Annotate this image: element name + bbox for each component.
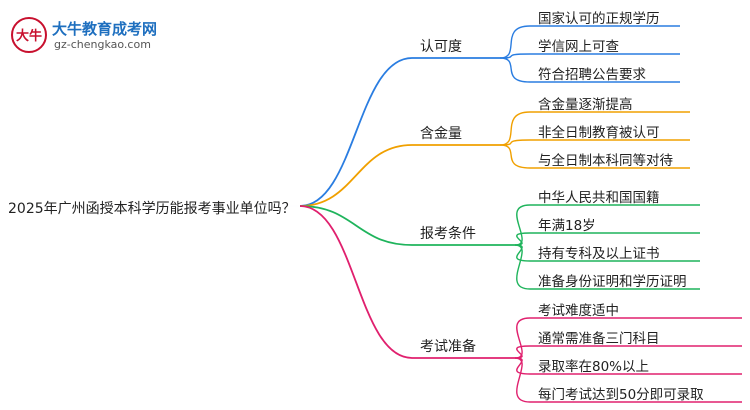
logo-mark-text: 大牛 [16, 28, 42, 44]
leaf-label: 非全日制教育被认可 [538, 125, 660, 141]
leaf-connector [499, 139, 531, 146]
leaf-label: 符合招聘公告要求 [538, 67, 646, 83]
branch-label: 认可度 [420, 39, 462, 55]
logo-url: gz-chengkao.com [54, 38, 151, 51]
leaf-label: 中华人民共和国国籍 [538, 190, 660, 206]
root-topic: 2025年广州函授本科学历能报考事业单位吗？ [8, 201, 296, 217]
logo-title: 大牛教育成考网 [52, 20, 158, 38]
leaf-label: 含金量逐渐提高 [538, 97, 633, 113]
branch-connector-1 [299, 57, 413, 207]
leaf-label: 考试难度适中 [538, 303, 619, 319]
leaf-label: 持有专科及以上证书 [538, 246, 660, 262]
leaf-connector [514, 204, 531, 246]
branch-connector-2 [299, 144, 413, 207]
leaf-connector [499, 57, 531, 83]
logo-mark-icon: 大牛 [11, 17, 47, 53]
site-logo: 大牛 大牛教育成考网 gz-chengkao.com [10, 16, 200, 56]
leaf-connector [499, 144, 531, 169]
branch-connector-3 [299, 205, 413, 246]
branch-connector-4 [299, 205, 413, 359]
leaf-connector [499, 111, 531, 146]
leaf-label: 每门考试达到50分即可录取 [538, 387, 704, 403]
leaf-label: 年满18岁 [538, 218, 596, 234]
leaf-connector [514, 244, 531, 290]
leaf-connector [514, 317, 531, 359]
leaf-label: 与全日制本科同等对待 [538, 153, 673, 169]
branch-label: 考试准备 [420, 339, 476, 355]
branch-label: 含金量 [420, 126, 462, 142]
leaf-label: 学信网上可查 [538, 39, 619, 55]
leaf-label: 通常需准备三门科目 [538, 331, 660, 347]
leaf-label: 国家认可的正规学历 [538, 11, 660, 27]
leaf-connector [514, 232, 531, 246]
branch-label: 报考条件 [420, 226, 476, 242]
leaf-connector [499, 25, 531, 59]
leaf-connector [514, 345, 531, 359]
leaf-connector [514, 357, 531, 403]
leaf-connector [499, 53, 531, 59]
leaf-label: 录取率在80%以上 [538, 359, 650, 375]
leaf-label: 准备身份证明和学历证明 [538, 274, 687, 290]
